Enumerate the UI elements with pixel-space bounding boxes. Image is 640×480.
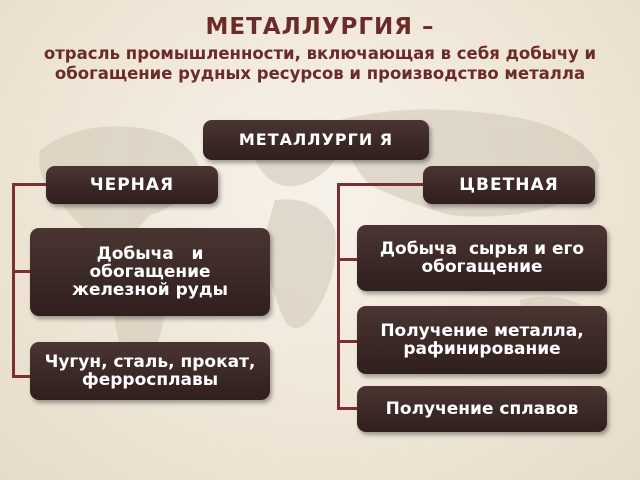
left-bracket-line	[12, 183, 15, 378]
nonferrous-item-2-label: Получение металла, рафинирование	[380, 321, 584, 359]
left-connector-top	[12, 183, 48, 186]
right-connector-item-2	[337, 340, 359, 343]
left-connector-item-2	[12, 375, 32, 378]
branch-nonferrous-label: ЦВЕТНАЯ	[459, 175, 559, 195]
ferrous-item-2: Чугун, сталь, прокат, ферросплавы	[30, 342, 270, 400]
branch-ferrous-label: ЧЕРНАЯ	[89, 175, 175, 195]
page-title: МЕТАЛЛУРГИЯ –	[205, 14, 435, 40]
page-subtitle: отрасль промышленности, включающая в себ…	[43, 44, 597, 83]
right-connector-top	[337, 183, 427, 186]
right-connector-item-1	[337, 258, 359, 261]
ferrous-item-1: Добыча и обогащение железной руды	[30, 228, 270, 316]
nonferrous-item-1: Добыча сырья и его обогащение	[357, 225, 607, 291]
right-bracket-line	[337, 183, 340, 410]
root-node: МЕТАЛЛУРГИ Я	[203, 120, 429, 160]
branch-ferrous: ЧЕРНАЯ	[46, 166, 218, 204]
ferrous-item-2-label: Чугун, сталь, прокат, ферросплавы	[44, 352, 256, 390]
nonferrous-item-1-label: Добыча сырья и его обогащение	[379, 239, 590, 277]
ferrous-item-1-label: Добыча и обогащение железной руды	[72, 244, 228, 300]
nonferrous-item-2: Получение металла, рафинирование	[357, 306, 607, 374]
left-connector-item-1	[12, 270, 32, 273]
nonferrous-item-3-label: Получение сплавов	[385, 399, 579, 419]
branch-nonferrous: ЦВЕТНАЯ	[423, 166, 595, 204]
nonferrous-item-3: Получение сплавов	[357, 386, 607, 432]
root-node-label: МЕТАЛЛУРГИ Я	[238, 130, 394, 149]
right-connector-item-3	[337, 407, 359, 410]
